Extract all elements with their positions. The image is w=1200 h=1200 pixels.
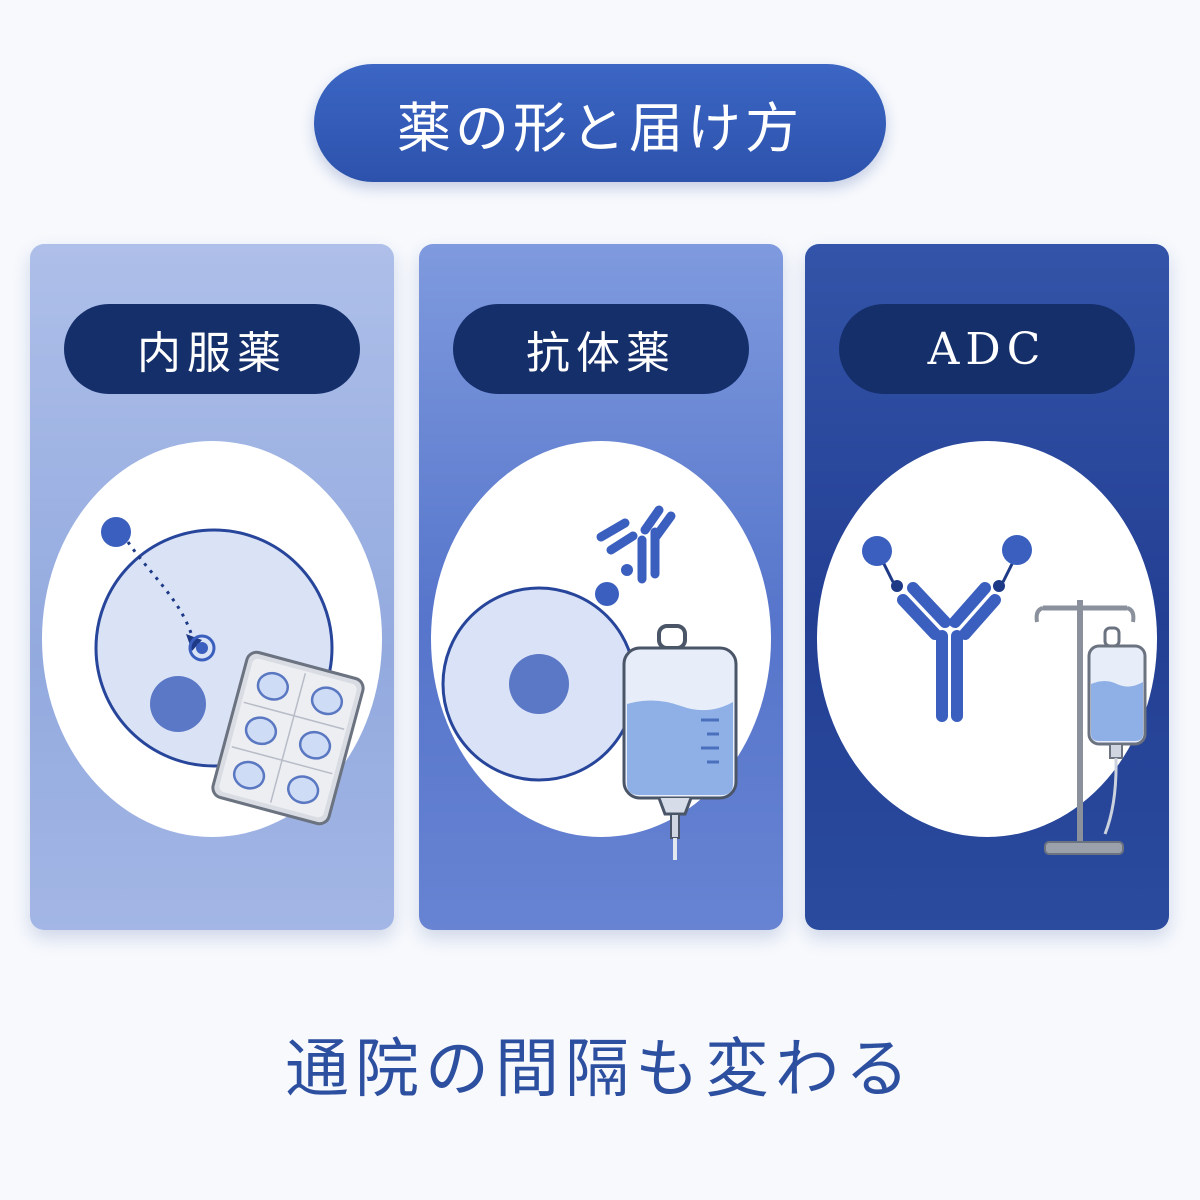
page-title: 薬の形と届け方 (314, 64, 886, 182)
antibody-icon (596, 505, 676, 584)
antibody-medicine-illustration (431, 441, 771, 860)
linker-dot-icon (621, 564, 633, 576)
arrow-head-icon (186, 634, 202, 651)
card-label-adc: ADC (839, 304, 1135, 394)
card-adc: ADC (805, 244, 1169, 930)
footer-caption: 通院の間隔も変わる (285, 1033, 915, 1107)
card-label-antibody: 抗体薬 (453, 304, 749, 394)
cell-nucleus-icon (150, 676, 206, 732)
bound-molecule-icon (595, 582, 619, 606)
card-oral-medicine: 内服薬 (30, 244, 394, 930)
cell-nucleus-icon (509, 654, 569, 714)
iv-stand-icon (1034, 600, 1147, 855)
adc-illustration (817, 441, 1157, 855)
cell-background-circle (817, 441, 1157, 837)
adc-antibody-icon (862, 535, 1032, 722)
iv-bag-icon (622, 624, 738, 860)
card-label-oral: 内服薬 (64, 304, 360, 394)
card-antibody-medicine: 抗体薬 (419, 244, 783, 930)
oral-medicine-illustration (42, 441, 382, 837)
target-dot-icon (196, 642, 208, 654)
target-ring-icon (188, 634, 216, 662)
drug-molecule-icon (101, 517, 131, 547)
pill-blister-icon (211, 650, 365, 826)
